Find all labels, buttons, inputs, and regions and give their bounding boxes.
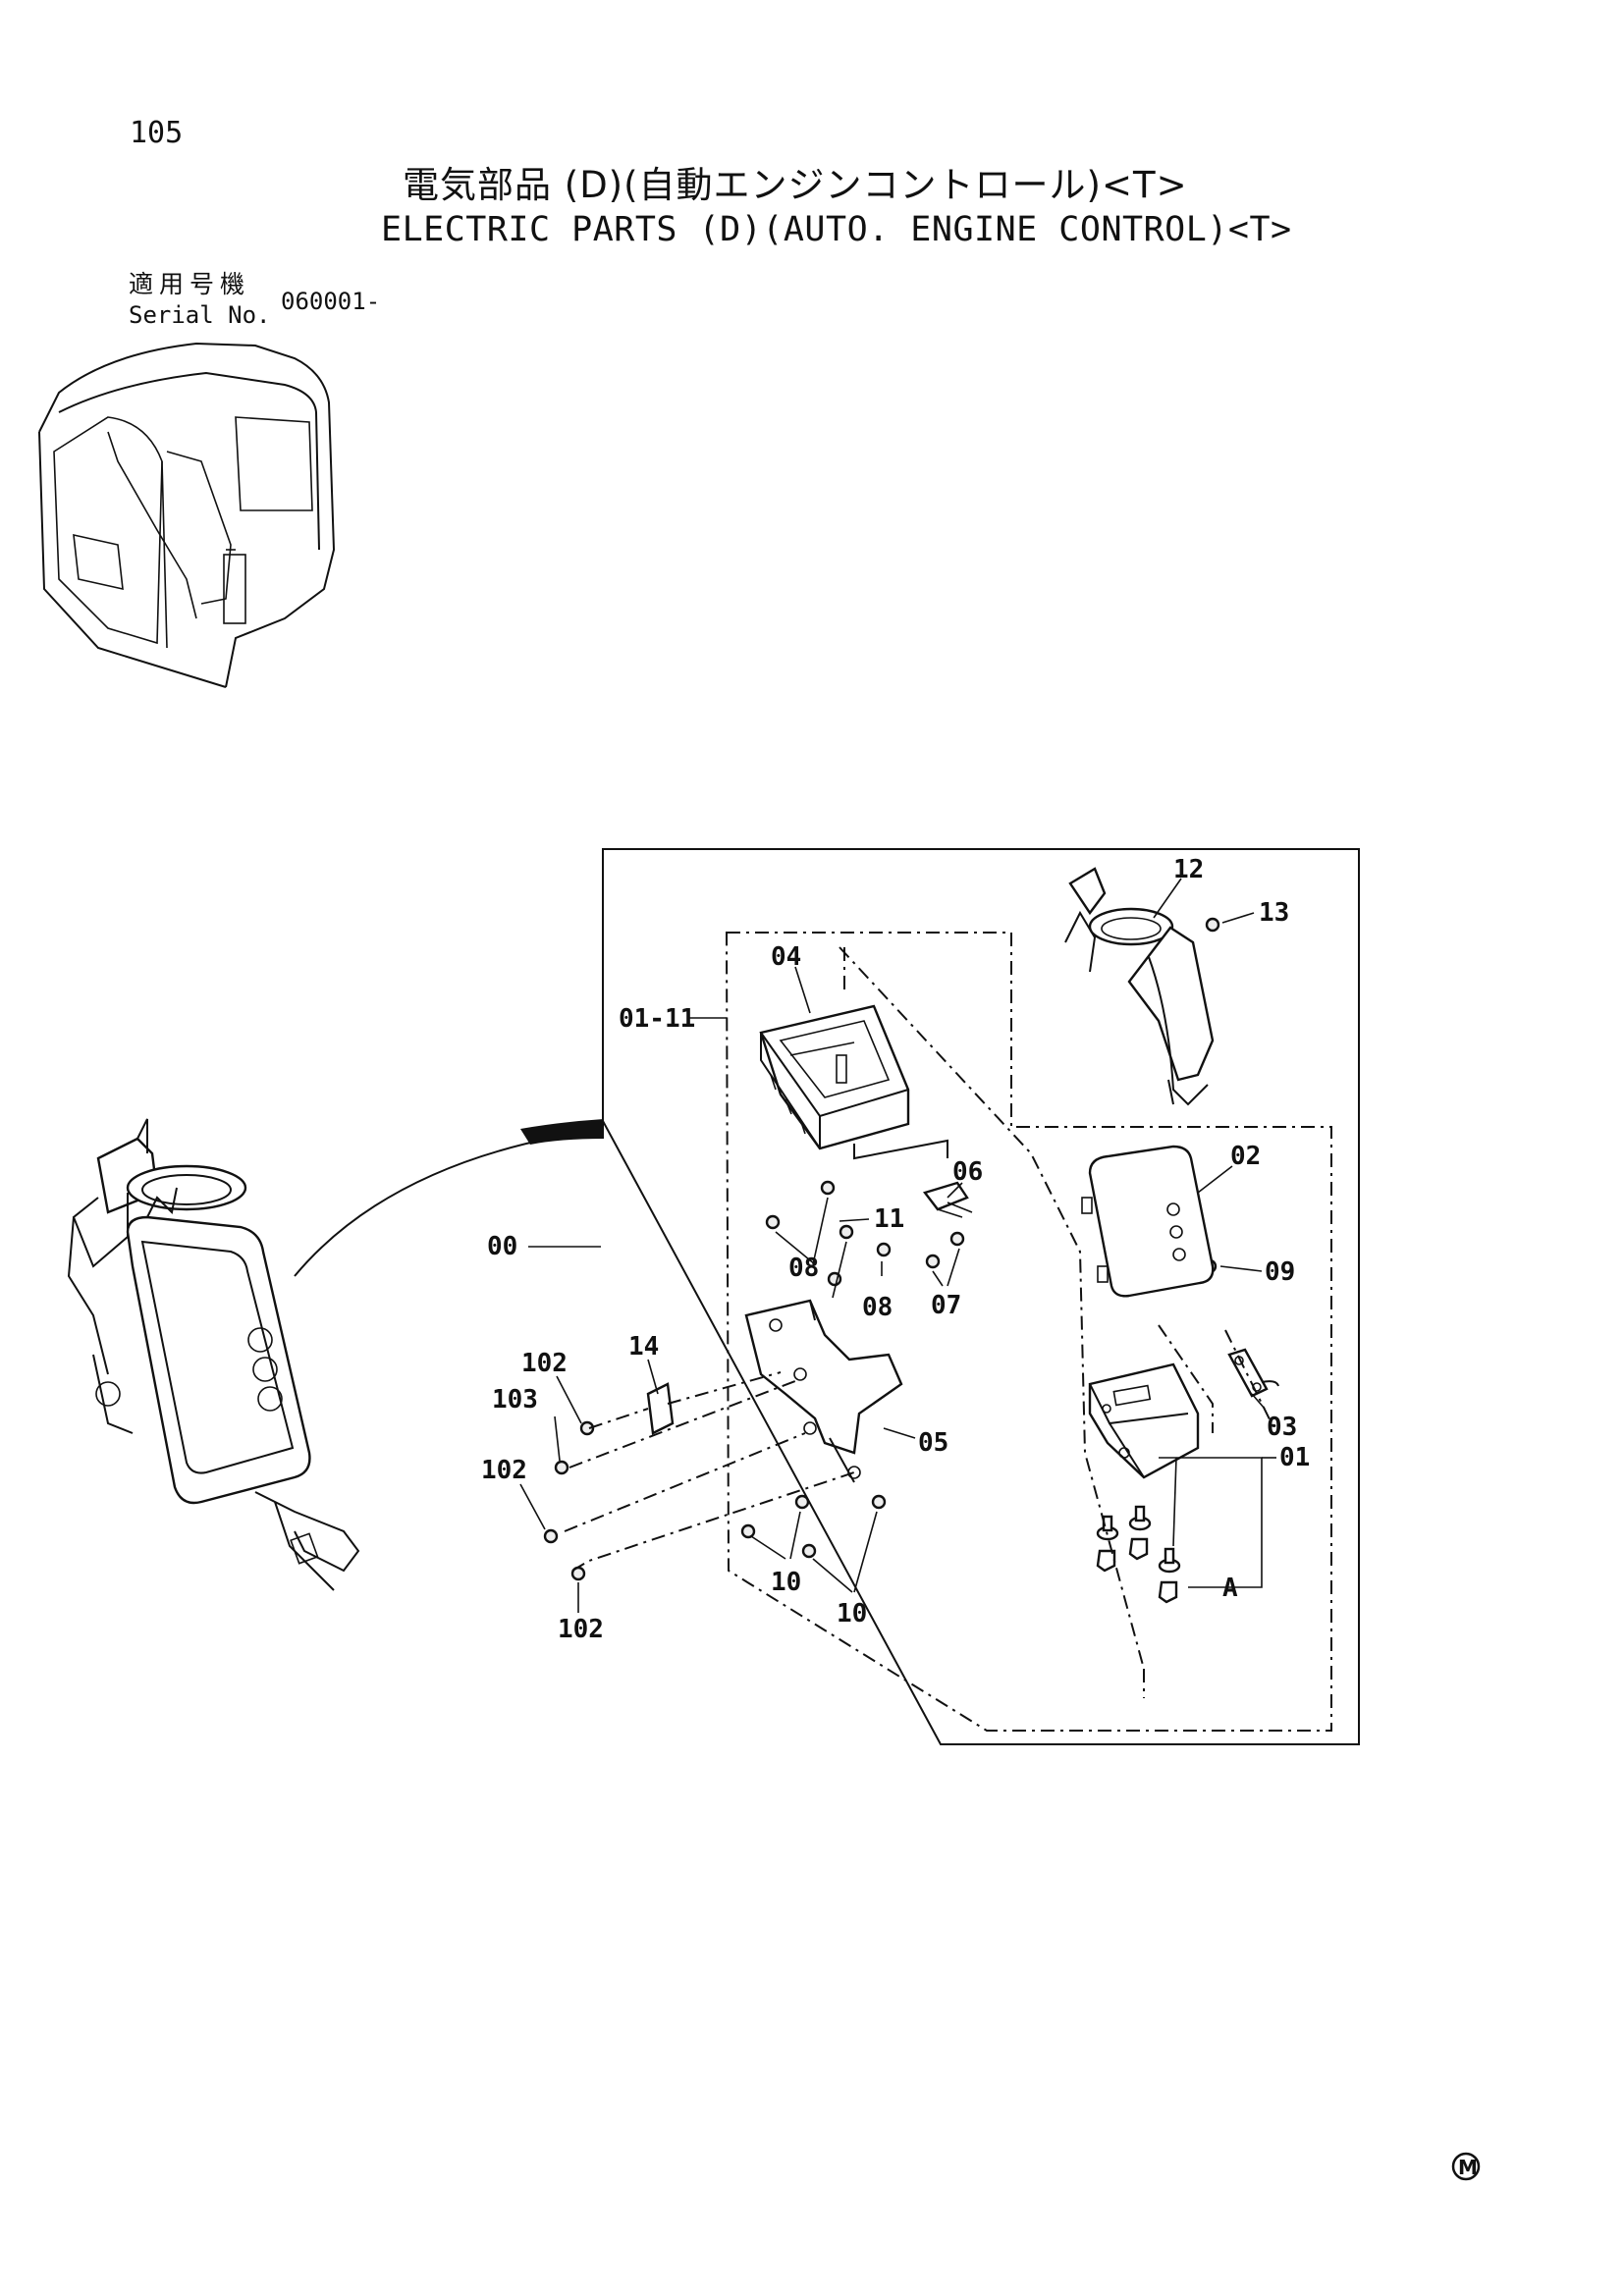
callout-03: 03 bbox=[1267, 1413, 1297, 1442]
callout-102-middle: 102 bbox=[481, 1456, 527, 1485]
cab-overview-icon bbox=[38, 342, 336, 688]
registered-mark-icon: M bbox=[1451, 2152, 1481, 2181]
subassembly-frame-01-11 bbox=[725, 932, 1332, 1732]
assembly-lines bbox=[564, 946, 1277, 1698]
page-title-japanese: 電気部品 (D)(自動エンジンコントロール)<T> bbox=[403, 164, 1188, 206]
callout-02: 02 bbox=[1230, 1142, 1261, 1171]
callout-A: A bbox=[1222, 1574, 1238, 1603]
callout-103: 103 bbox=[492, 1385, 538, 1415]
callout-11: 11 bbox=[874, 1204, 904, 1234]
control-unit-assembly-icon bbox=[67, 1118, 605, 1591]
callout-13: 13 bbox=[1259, 898, 1289, 928]
callout-10-right: 10 bbox=[837, 1599, 867, 1629]
part-03-bracket bbox=[1227, 1348, 1279, 1398]
serial-label-japanese: 適用号機 bbox=[129, 270, 251, 298]
part-04-box bbox=[759, 1004, 910, 1150]
callout-01-11: 01-11 bbox=[619, 1004, 695, 1034]
page-number: 105 bbox=[130, 116, 184, 150]
part-01-controller bbox=[1088, 1362, 1200, 1604]
callout-102-upper: 102 bbox=[521, 1349, 568, 1378]
screws bbox=[543, 917, 1220, 1581]
assembly-frame bbox=[602, 848, 1360, 1745]
svg-text:M: M bbox=[1458, 2156, 1478, 2179]
part-05-bracket bbox=[744, 1299, 903, 1483]
serial-label-english: Serial No. bbox=[129, 301, 271, 329]
callout-08-upper: 08 bbox=[788, 1254, 819, 1283]
callout-10-left: 10 bbox=[771, 1568, 801, 1597]
callout-00: 00 bbox=[487, 1232, 517, 1261]
callout-14: 14 bbox=[628, 1332, 659, 1362]
callout-06: 06 bbox=[952, 1157, 983, 1187]
callout-05: 05 bbox=[918, 1428, 948, 1458]
callout-07: 07 bbox=[931, 1291, 961, 1320]
callout-08-lower: 08 bbox=[862, 1293, 893, 1322]
part-12-cup-holder bbox=[1064, 867, 1215, 1106]
knob-parts bbox=[1096, 1505, 1181, 1604]
part-06-switch bbox=[922, 1181, 973, 1218]
part-14-clip bbox=[646, 1382, 675, 1435]
callout-04: 04 bbox=[771, 942, 801, 972]
leader-lines bbox=[519, 878, 1276, 1613]
callout-12: 12 bbox=[1173, 855, 1204, 884]
callout-102-lower: 102 bbox=[558, 1615, 604, 1644]
part-02-housing bbox=[1081, 1145, 1215, 1298]
callout-labels: 04 01-11 12 13 02 09 03 01 A 00 06 11 08… bbox=[481, 855, 1310, 1644]
page-title-english: ELECTRIC PARTS (D)(AUTO. ENGINE CONTROL)… bbox=[381, 210, 1292, 249]
serial-number-range: 060001- bbox=[281, 288, 381, 315]
callout-09: 09 bbox=[1265, 1257, 1295, 1287]
callout-01: 01 bbox=[1279, 1443, 1310, 1472]
